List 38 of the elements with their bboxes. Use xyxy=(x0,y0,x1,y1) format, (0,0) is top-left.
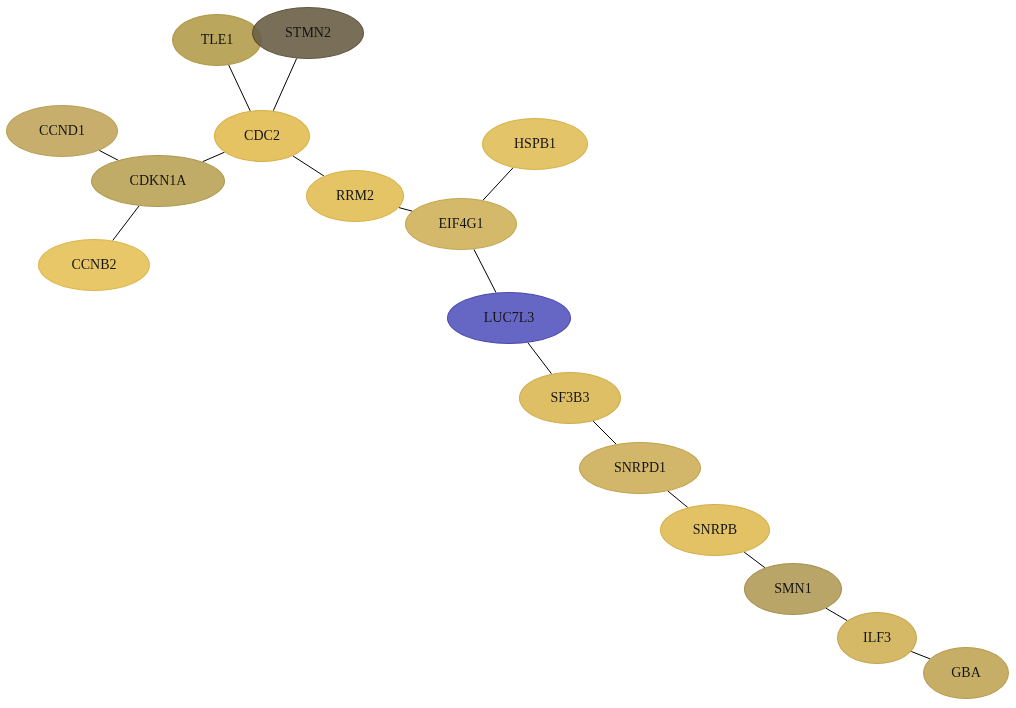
gene-label: SF3B3 xyxy=(550,390,590,406)
connector-line xyxy=(398,207,413,212)
gene-label: EIF4G1 xyxy=(438,216,484,232)
connector-line xyxy=(473,248,497,294)
gene-label: SNRPD1 xyxy=(613,460,667,476)
gene-node xyxy=(252,7,364,59)
connector-line xyxy=(667,490,689,508)
connector-line xyxy=(292,155,325,177)
gene-node xyxy=(214,110,310,162)
connector-line xyxy=(482,167,514,201)
connector-line xyxy=(743,551,766,569)
gene-label: ILF3 xyxy=(863,630,891,646)
gene-label: STMN2 xyxy=(285,25,331,41)
gene-label: CDKN1A xyxy=(129,173,187,189)
connector-line xyxy=(910,650,931,660)
connector-line xyxy=(592,420,617,445)
gene-label: CCND1 xyxy=(39,123,85,139)
gene-label: LUC7L3 xyxy=(483,310,535,326)
gene-label: SNRPB xyxy=(692,522,738,538)
connector-line xyxy=(112,205,140,241)
gene-label: GBA xyxy=(951,665,981,681)
connector-line xyxy=(202,151,225,163)
connector-line xyxy=(825,607,848,622)
gene-node xyxy=(172,14,262,66)
gene-node xyxy=(837,612,917,664)
gene-node xyxy=(306,170,404,222)
connector-line xyxy=(272,57,298,112)
gene-label: HSPB1 xyxy=(514,136,556,152)
connector-line xyxy=(228,64,251,112)
connector-line xyxy=(527,342,552,375)
gene-label: TLE1 xyxy=(200,32,234,48)
gene-node xyxy=(405,198,517,250)
gene-label: RRM2 xyxy=(335,188,375,204)
gene-label: CDC2 xyxy=(244,128,280,144)
gene-node xyxy=(923,647,1009,699)
connector-line xyxy=(98,149,119,161)
gene-label: CCNB2 xyxy=(71,257,117,273)
gene-label: SMN1 xyxy=(774,581,812,597)
